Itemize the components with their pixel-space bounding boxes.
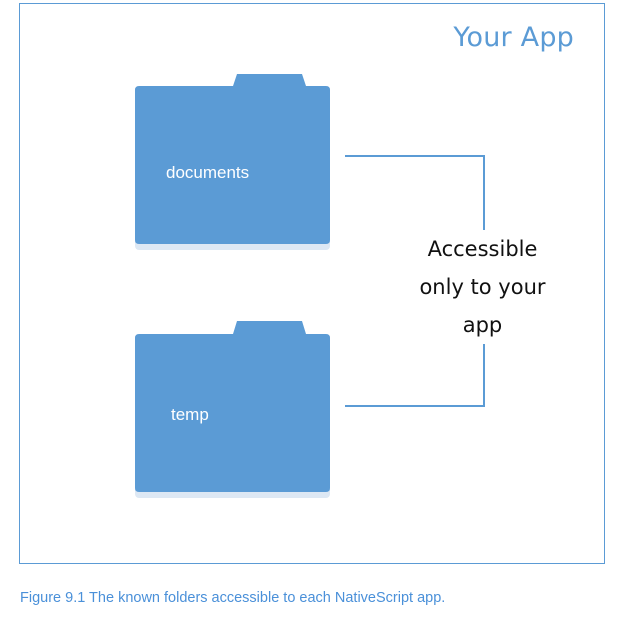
folder-documents-icon: [135, 74, 330, 250]
access-note-line: app: [462, 313, 503, 337]
access-note-line: Accessible: [427, 237, 538, 261]
folder-label-temp: temp: [171, 405, 209, 424]
folder-label-documents: documents: [166, 163, 250, 182]
folder-temp-icon: [135, 321, 330, 498]
access-note: Accessible only to your app: [390, 230, 575, 344]
app-title: Your App: [453, 22, 574, 53]
connector-documents: [345, 155, 485, 232]
figure-caption: Figure 9.1 The known folders accessible …: [20, 590, 446, 606]
access-note-line: only to your: [419, 275, 546, 299]
connector-temp: [345, 326, 485, 407]
